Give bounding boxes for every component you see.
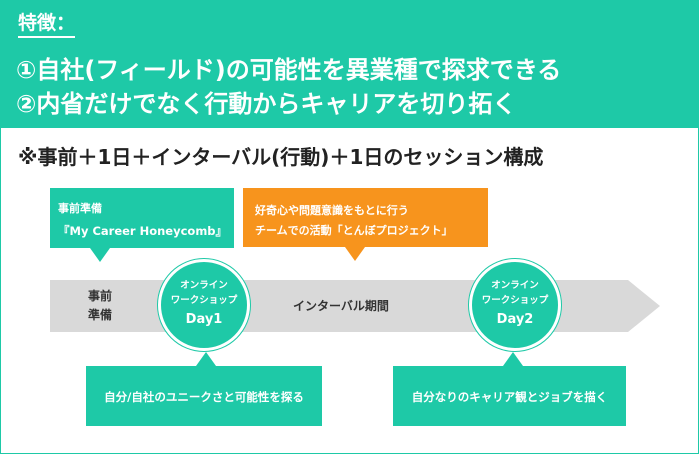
project-callout-line2: チームでの活動「とんぼプロジェクト」 [255, 224, 453, 237]
day1-line2: ワークショップ [170, 295, 238, 306]
day2-line2: ワークショップ [481, 295, 549, 306]
project-callout-line1: 好奇心や問題意識をもとに行う [255, 204, 409, 217]
timeline-arrow: 事前 準備 インターバル期間 [50, 280, 660, 332]
feature-2: ②内省だけでなく行動からキャリアを切り拓く [16, 90, 517, 118]
prep-callout-pointer [90, 248, 110, 262]
day1-line1: オンライン [180, 280, 228, 291]
day1-callout: 自分/自社のユニークさと可能性を探る [86, 366, 322, 426]
day2-callout: 自分なりのキャリア観とジョブを描く [393, 366, 626, 426]
day2-description: 自分なりのキャリア観とジョブを描く [411, 390, 608, 404]
features-label: 特徴： [18, 8, 76, 38]
day1-callout-pointer [196, 352, 216, 366]
day2-callout-pointer [503, 352, 523, 366]
prep-callout-title: 事前準備 [58, 202, 102, 215]
timeline-arrow-head [628, 280, 660, 332]
day2-line1: オンライン [491, 280, 539, 291]
timeline-prep-line1: 事前 [87, 289, 112, 303]
day2-circle: オンライン ワークショップ Day2 [469, 259, 561, 351]
header-banner: 特徴： ①自社(フィールド)の可能性を異業種で探求できる ②内省だけでなく行動か… [0, 0, 699, 128]
prep-callout-item: 『My Career Honeycomb』 [58, 224, 228, 238]
day1-label: Day1 [185, 312, 223, 327]
prep-callout: 事前準備 『My Career Honeycomb』 [50, 188, 234, 248]
timeline-interval-label: インターバル期間 [293, 299, 389, 313]
timeline-prep-line2: 準備 [87, 308, 112, 322]
day1-description: 自分/自社のユニークさと可能性を探る [104, 390, 304, 404]
session-structure-note: ※事前＋1日＋インターバル(行動)＋1日のセッション構成 [18, 145, 544, 169]
day2-label: Day2 [496, 312, 534, 327]
project-callout: 好奇心や問題意識をもとに行う チームでの活動「とんぼプロジェクト」 [243, 188, 488, 247]
day1-circle: オンライン ワークショップ Day1 [158, 259, 250, 351]
project-callout-pointer [345, 247, 365, 261]
timeline-prep-label: 事前 準備 [80, 287, 120, 325]
feature-1: ①自社(フィールド)の可能性を異業種で探求できる [16, 56, 562, 84]
